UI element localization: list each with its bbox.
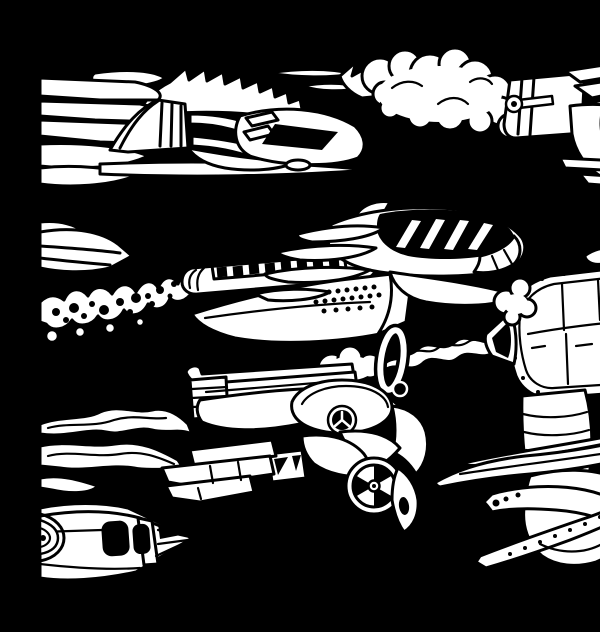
pod-chin (286, 160, 310, 170)
small-ring-dot (393, 382, 407, 396)
illustration-canvas: Cruiser with serrated dorsal ridge, stac… (40, 16, 600, 616)
cockpit-windows (101, 520, 151, 557)
spaceship-fleet-illustration: Cruiser with serrated dorsal ridge, stac… (40, 16, 600, 616)
bubble-canopy (292, 380, 392, 434)
